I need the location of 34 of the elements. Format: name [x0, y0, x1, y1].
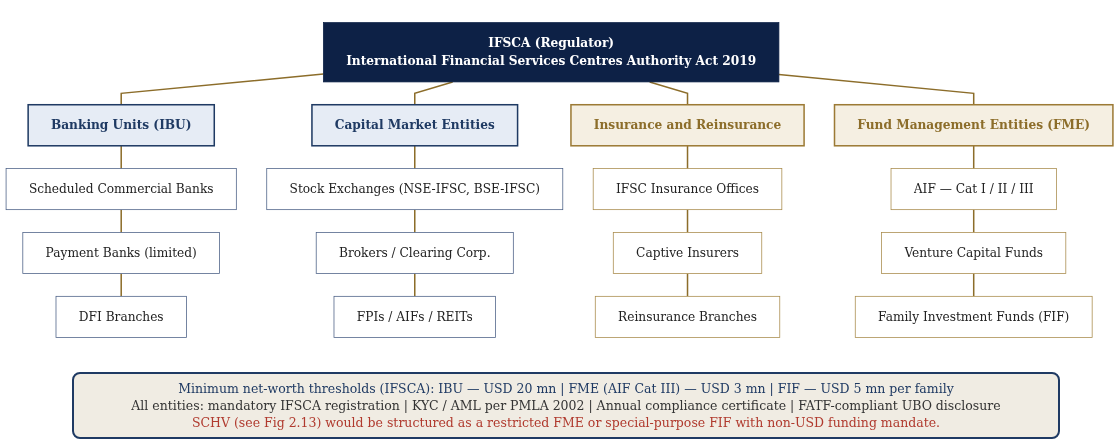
note-text: Minimum net-worth thresholds (IFSCA): IBU — USD 20 mn | FME (AIF Cat III) — USD 3 mn | FIF — USD 5 mn per family [177, 380, 955, 397]
node-box: Brokers / Clearing Corp. [315, 232, 514, 274]
connector [686, 145, 689, 170]
node-box: Stock Exchanges (NSE-IFSC, BSE-IFSC) [266, 168, 564, 211]
node-box: IFSC Insurance Offices [592, 168, 783, 211]
connector [414, 208, 416, 234]
node-box: Venture Capital Funds [881, 232, 1067, 274]
connector [414, 145, 416, 170]
note-text: All entities: mandatory IFSCA registration | KYC / AML per PMLA 2002 | Annual compliance certificate | FATF-compliant UBO disclosure [130, 397, 1002, 414]
node-box: Scheduled Commercial Banks [5, 168, 237, 211]
connector [972, 272, 975, 298]
node-box: Capital Market Entities [311, 103, 519, 147]
connector [686, 272, 689, 298]
connector [120, 272, 122, 298]
connector [972, 208, 975, 234]
node-box: FPIs / AIFs / REITs [333, 295, 496, 338]
node-box: Reinsurance Branches [594, 295, 781, 338]
node-box: Fund Management Entities (FME) [833, 103, 1114, 147]
node-box: Banking Units (IBU) [27, 103, 216, 147]
note-text: SCHV (see Fig 2.13) would be structured as a restricted FME or special-purpose FIF with non-USD funding mandate. [190, 414, 942, 431]
connector [972, 145, 975, 170]
connector [686, 208, 689, 234]
node-box: Family Investment Funds (FIF) [854, 295, 1093, 338]
node-box: Captive Insurers [612, 232, 763, 274]
node-box: AIF — Cat I / II / III [890, 168, 1057, 211]
connector [120, 73, 325, 106]
connector [414, 272, 416, 298]
node-box: Insurance and Reinsurance [570, 103, 805, 147]
node-box: Payment Banks (limited) [22, 232, 220, 274]
node-box: DFI Branches [55, 295, 187, 338]
connector [120, 208, 122, 234]
connector [778, 73, 975, 106]
connector [120, 145, 122, 170]
node-box: IFSCA (Regulator) International Financial Services Centres Authority Act 2019 [323, 22, 780, 83]
